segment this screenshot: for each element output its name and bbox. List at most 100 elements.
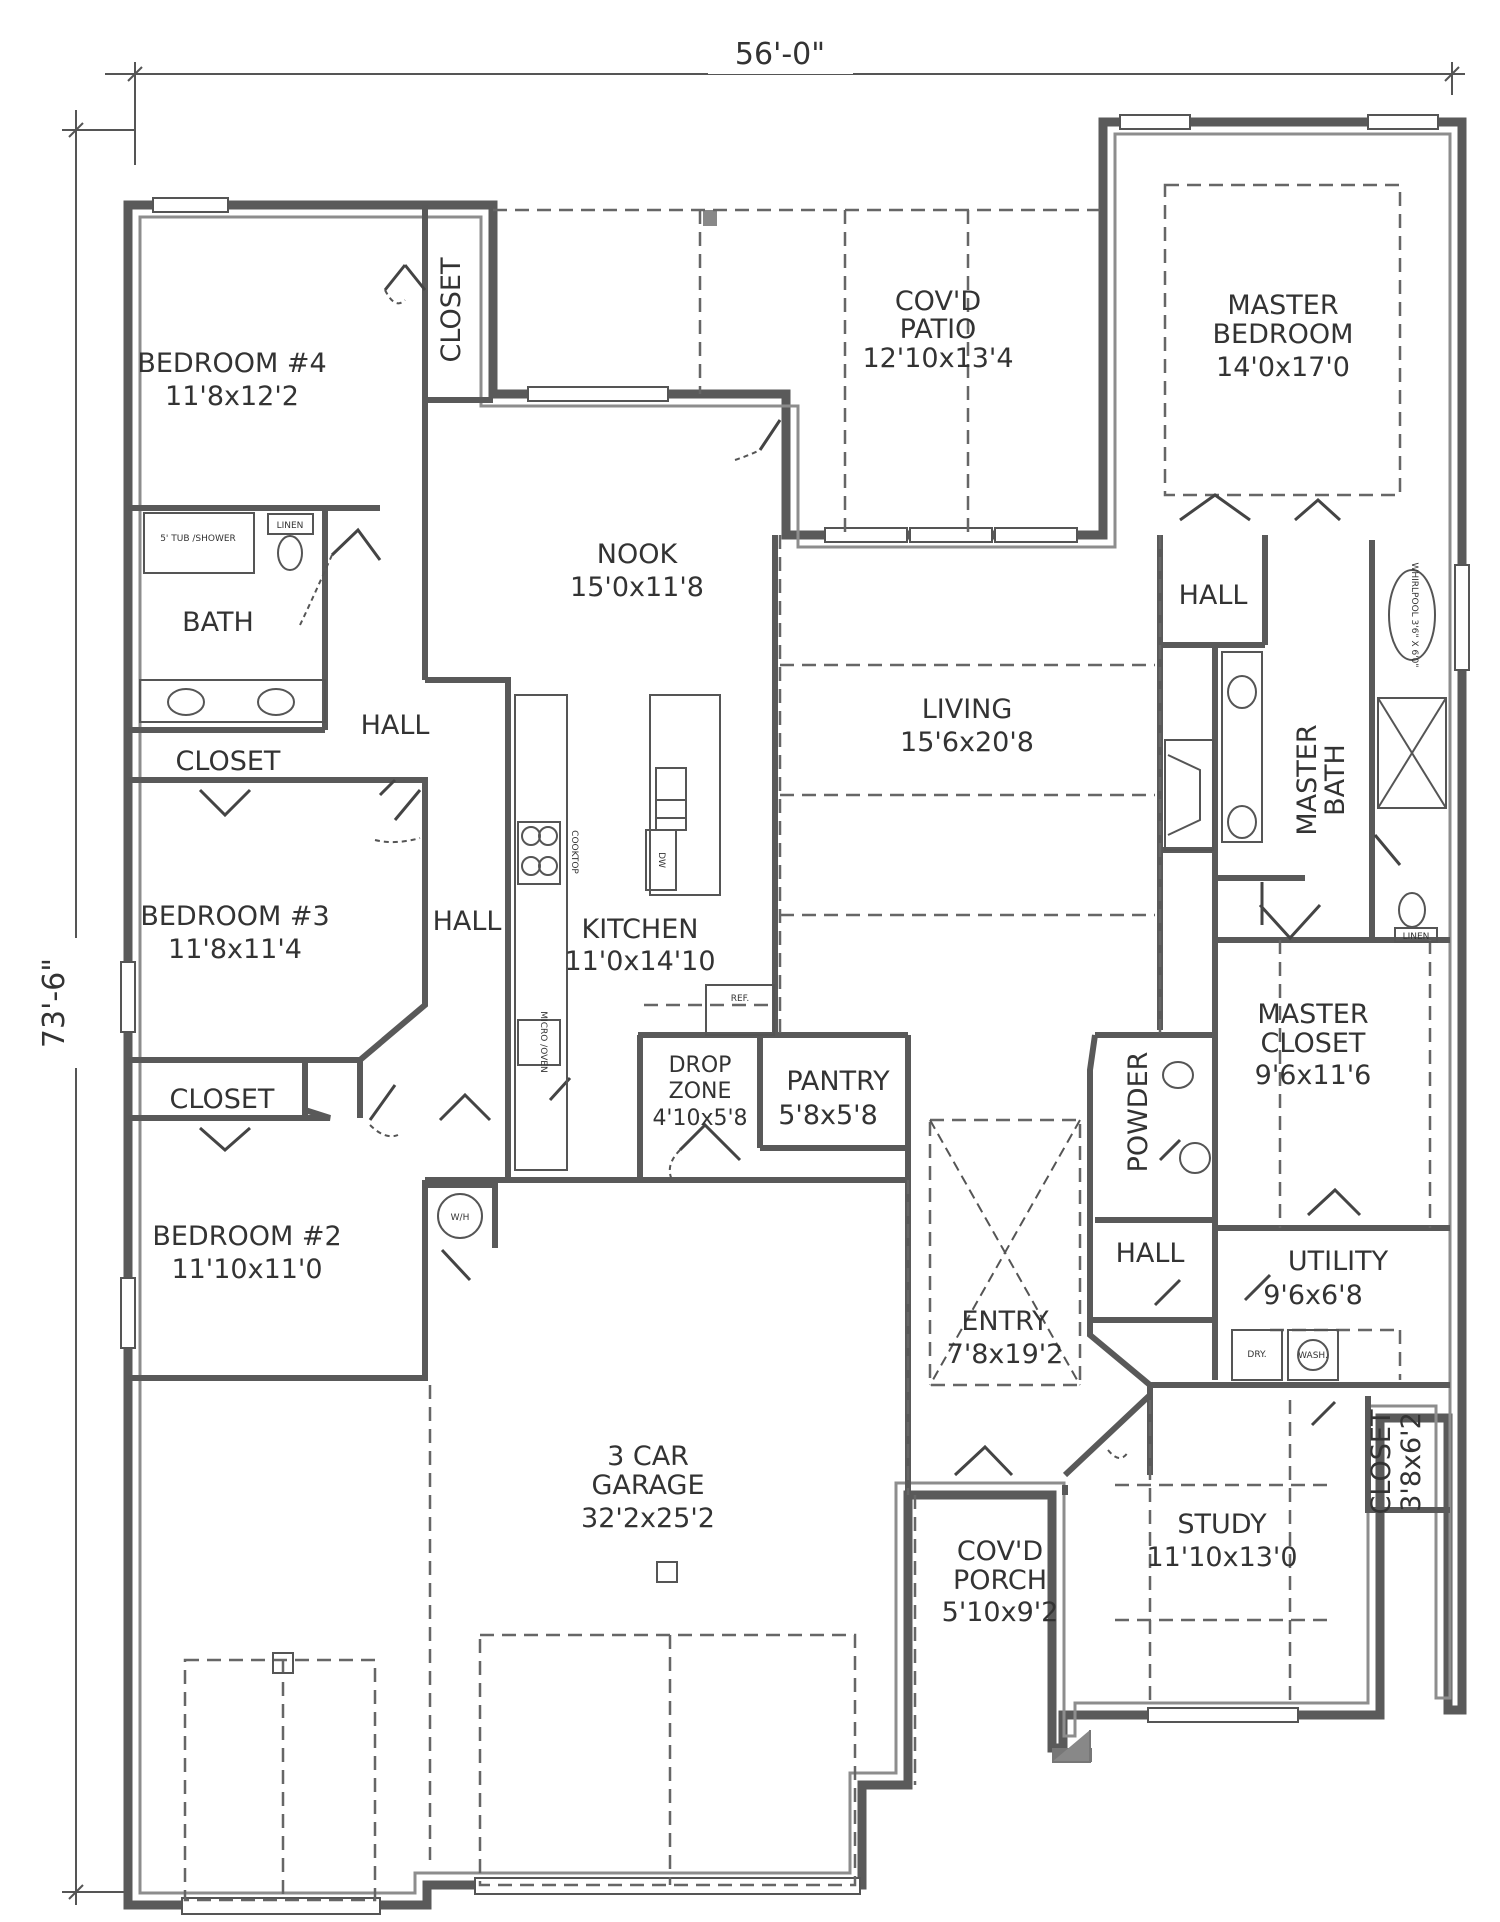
powder-name: POWDER (1123, 1052, 1154, 1173)
nook-name: NOOK (597, 539, 679, 570)
window (824, 527, 908, 543)
master-closet-name1: MASTER (1257, 999, 1368, 1030)
bedroom4-size: 11'8x12'2 (165, 381, 299, 412)
bath-name: BATH (182, 607, 254, 638)
living-name: LIVING (922, 694, 1013, 725)
oven-icon (517, 1019, 561, 1066)
living-size: 15'6x20'8 (900, 727, 1034, 758)
vanity-icon (1221, 651, 1263, 843)
toilet-icon (1162, 1061, 1194, 1089)
linen-shelf-icon (267, 513, 314, 535)
closet-study-name: CLOSET (1366, 1409, 1397, 1514)
garage-door (181, 1897, 381, 1915)
study-size: 11'10x13'0 (1146, 1542, 1297, 1573)
window (1367, 114, 1439, 130)
utility-name: UTILITY (1288, 1246, 1389, 1277)
room-labels: BEDROOM #4 11'8x12'2 CLOSET COV'D PATIO … (137, 257, 1427, 1628)
water-heater-icon (437, 1193, 483, 1239)
kitchen-size: 11'0x14'10 (564, 946, 715, 977)
vanity-icon (139, 679, 326, 723)
wh-label: W/H (451, 1213, 470, 1223)
dryer-icon (1231, 1329, 1283, 1381)
bedroom2-size: 11'10x11'0 (171, 1254, 322, 1285)
tub-label: 5' TUB /SHOWER (160, 534, 236, 544)
dishwasher-icon (645, 829, 677, 891)
shower-icon (1377, 697, 1447, 809)
window (909, 527, 993, 543)
hall-upper-name: HALL (361, 710, 430, 741)
window (527, 386, 669, 402)
depth-dimension-label: 73'-6" (37, 958, 72, 1048)
master-bath-name2: BATH (1320, 744, 1351, 816)
window (994, 527, 1078, 543)
fixtures: 5' TUB /SHOWER LINEN COOKTOP MICRO /OVEN… (139, 512, 1447, 1674)
porch-name2: PORCH (953, 1565, 1047, 1596)
study-name: STUDY (1177, 1509, 1267, 1540)
closet-b3-name: CLOSET (176, 746, 281, 777)
whirlpool-label: WHIRLPOOL 3'6" X 6'0" (1409, 562, 1419, 667)
sink-icon (257, 688, 295, 716)
sink-icon (655, 767, 687, 819)
garage-size: 32'2x25'2 (581, 1503, 715, 1534)
nook-size: 15'0x11'8 (570, 572, 704, 603)
counter-icon (514, 694, 568, 1171)
windows (120, 114, 1470, 1915)
master-closet-name2: CLOSET (1261, 1028, 1366, 1059)
hall-mid-name: HALL (433, 906, 502, 937)
entry-size: 7'8x19'2 (947, 1339, 1064, 1370)
porch-size: 5'10x9'2 (942, 1597, 1059, 1628)
closet-b2-name: CLOSET (170, 1084, 275, 1115)
master-bedroom-name1: MASTER (1227, 290, 1338, 321)
tub-icon (143, 512, 255, 574)
window (1147, 1707, 1299, 1723)
drop-zone-name2: ZONE (669, 1079, 732, 1104)
toilet-icon (1398, 892, 1426, 928)
utility-size: 9'6x6'8 (1263, 1280, 1363, 1311)
bedroom3-name: BEDROOM #3 (140, 901, 329, 932)
hall-powder-name: HALL (1116, 1238, 1185, 1269)
entry-name: ENTRY (961, 1306, 1049, 1337)
washer-icon (1287, 1329, 1339, 1381)
bedroom4-name: BEDROOM #4 (137, 348, 326, 379)
porch-name1: COV'D (957, 1536, 1043, 1567)
patio-size: 12'10x13'4 (862, 343, 1013, 374)
toilet-icon (277, 535, 303, 571)
dashed-lines (183, 183, 1432, 1902)
window (1119, 114, 1191, 130)
patio-name2: PATIO (900, 314, 977, 345)
cooktop-icon (517, 821, 561, 885)
refrigerator-icon (705, 984, 775, 1036)
window (120, 961, 136, 1033)
bedroom3-size: 11'8x11'4 (168, 934, 302, 965)
width-dimension-label: 56'-0" (735, 37, 825, 72)
sink-icon (1179, 1142, 1211, 1174)
garage-door (474, 1877, 861, 1895)
fireplace-icon (1164, 739, 1214, 851)
dw-label: DW (656, 852, 666, 868)
master-bedroom-size: 14'0x17'0 (1216, 352, 1350, 383)
master-bath-name1: MASTER (1292, 724, 1323, 835)
window (152, 197, 229, 213)
linen-shelf-icon (1394, 927, 1438, 943)
whirlpool-tub-icon (1388, 569, 1436, 661)
garage-name1: 3 CAR (607, 1441, 689, 1472)
porch-corner (1052, 1730, 1091, 1763)
window (120, 1277, 136, 1349)
doors (198, 264, 1402, 1477)
garage-opener-icon (656, 1561, 678, 1583)
micro-oven-label: MICRO /OVEN (538, 1011, 548, 1072)
pantry-name: PANTRY (786, 1066, 890, 1097)
pantry-size: 5'8x5'8 (778, 1100, 878, 1131)
wash-label: WASH. (1298, 1351, 1328, 1361)
depth-dimension: 73'-6" (37, 110, 135, 1905)
hall-master-name: HALL (1179, 580, 1248, 611)
exterior-walls (123, 117, 1467, 1910)
sink-icon (1227, 675, 1257, 709)
kitchen-name: KITCHEN (582, 914, 699, 945)
sink-icon (167, 688, 205, 716)
cooktop-label: COOKTOP (569, 830, 579, 874)
island-icon (649, 694, 721, 896)
linen-bath-label: LINEN (277, 521, 304, 531)
closet-study-size: 3'8x6'2 (1396, 1412, 1427, 1512)
